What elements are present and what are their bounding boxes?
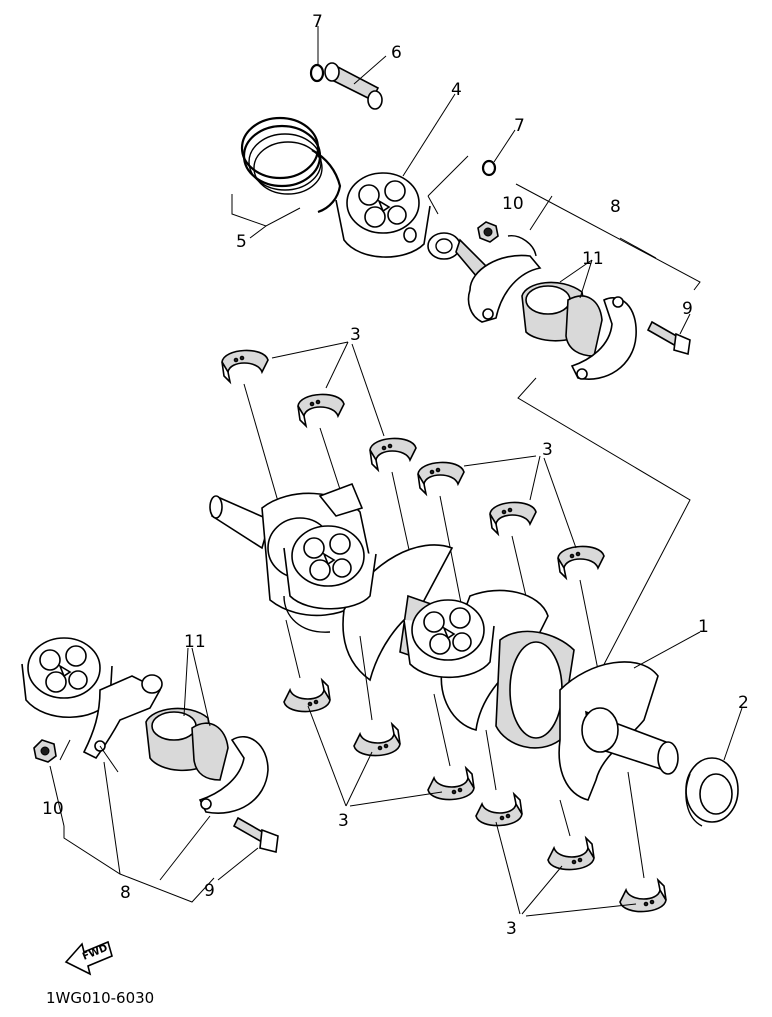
label-3: 3 [350,325,361,345]
label-1: 1 [698,617,709,637]
piston-on-crank-center [403,599,495,679]
rod-nut [477,221,499,243]
connecting-rod [427,232,542,323]
label-8: 8 [120,883,131,903]
label-5: 5 [236,232,247,252]
piston-on-crank-left [283,525,377,633]
oil-seal [685,757,739,827]
label-8: 8 [610,197,621,217]
leader-lines-3-lower [285,619,645,917]
label-10: 10 [42,799,64,819]
leader-2 [723,707,743,761]
label-9: 9 [204,881,215,901]
label-6: 6 [391,43,402,63]
piston-pin [324,62,383,110]
label-7: 7 [514,116,525,136]
rod-bearing-upper [521,281,603,357]
piston [335,172,431,258]
pin-clip [481,159,497,177]
rod-cap [570,296,637,380]
lower-left-assembly [21,637,279,853]
pin-clip [309,63,325,83]
label-11: 11 [184,632,206,652]
leader-1 [633,631,701,669]
label-3: 3 [506,919,517,939]
label-11: 11 [582,249,604,269]
part-labels: 7 6 4 7 8 10 5 11 9 3 3 1 11 2 10 3 8 9 … [42,12,749,939]
top-piston-assembly [240,62,691,380]
diagram-code: 1WG010-6030 [46,989,154,1007]
label-2: 2 [738,693,749,713]
leader-lines-lower-left [49,647,259,903]
fwd-arrow: FWD [64,940,113,976]
label-9: 9 [682,299,693,319]
leader-lines-top [231,26,701,673]
label-3: 3 [338,811,349,831]
label-10: 10 [502,194,524,214]
label-3: 3 [542,440,553,460]
label-7: 7 [312,12,323,32]
rod-bolt [646,320,691,356]
piston-rings [240,116,342,214]
label-4: 4 [451,80,462,100]
